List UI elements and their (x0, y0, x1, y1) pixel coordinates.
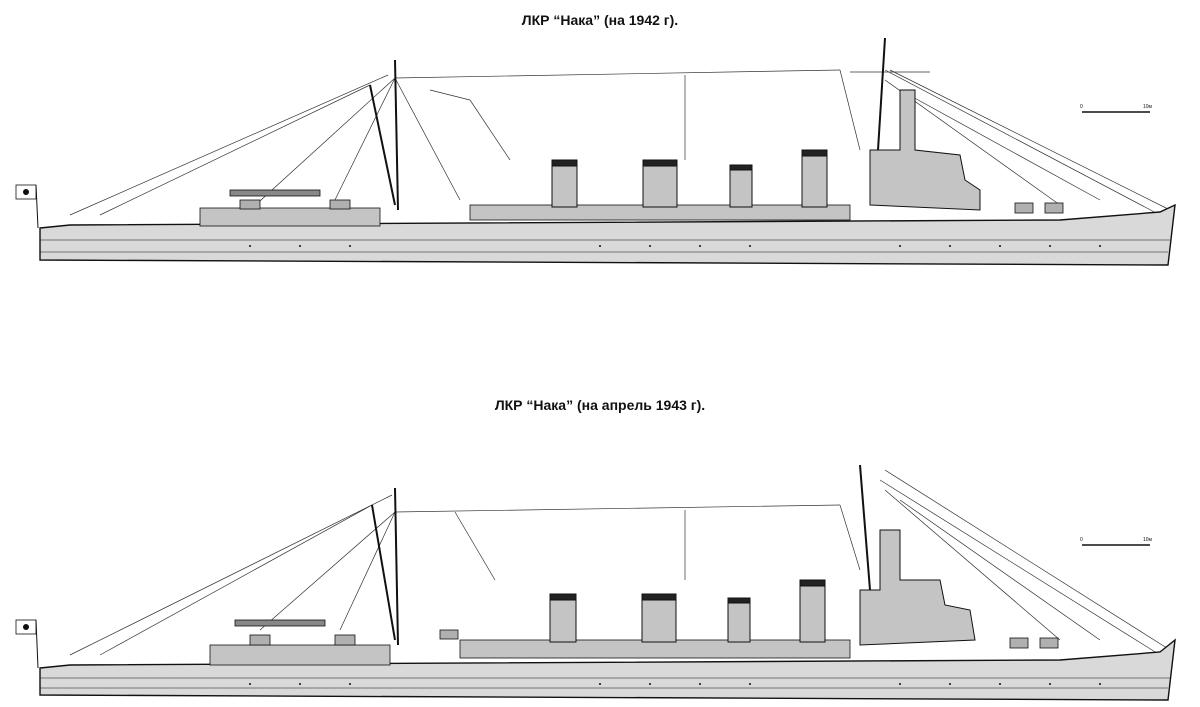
gun-turrets (249, 629, 1059, 649)
scale-start-label: 0 (1080, 537, 1083, 543)
funnels (551, 149, 828, 208)
rigging-lines (69, 469, 1171, 656)
ship-profile-1943: 0 10м (15, 464, 1176, 701)
bridge (869, 89, 981, 211)
gun-turrets (239, 199, 1064, 214)
scale-end-label: 10м (1143, 104, 1153, 110)
portholes (249, 245, 1101, 247)
bridge (859, 529, 976, 646)
scale-bar: 0 10м (1080, 104, 1153, 113)
aft-deckhouse (209, 644, 391, 666)
portholes (249, 683, 1101, 685)
scale-bar: 0 10м (1080, 537, 1153, 546)
masts (369, 37, 886, 211)
drawing-title-1943: ЛКР “Нака” (на апрель 1943 г). (494, 397, 706, 413)
scale-start-label: 0 (1080, 104, 1083, 110)
catapult (234, 619, 326, 627)
midship-superstructure (459, 639, 851, 659)
ship-profile-1942: 0 10м (15, 37, 1176, 266)
masts (371, 464, 871, 646)
funnels (549, 579, 826, 643)
scale-end-label: 10м (1143, 537, 1153, 543)
drawing-title-1942: ЛКР “Нака” (на 1942 г). (521, 12, 679, 28)
aft-deckhouse (199, 207, 381, 227)
catapult (229, 189, 321, 197)
